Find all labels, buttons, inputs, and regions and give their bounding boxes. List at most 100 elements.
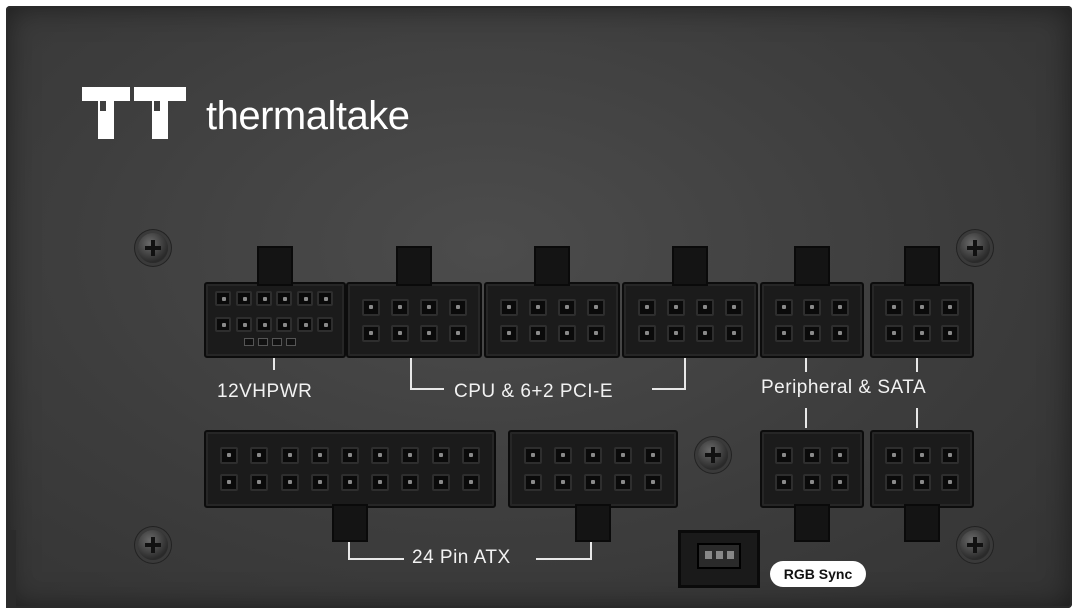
pin-socket <box>361 324 380 342</box>
connector-cpu-pcie <box>346 282 482 358</box>
pin-socket <box>255 316 272 332</box>
label-line <box>805 408 807 428</box>
sense-pin <box>258 338 268 346</box>
pin-socket <box>528 324 547 342</box>
pin-socket <box>913 298 931 316</box>
pin-socket <box>584 474 602 491</box>
connector-latch <box>904 504 940 542</box>
label-line <box>590 542 592 560</box>
pin-socket <box>803 474 821 491</box>
pin-socket <box>431 447 450 464</box>
pin-socket <box>775 447 793 464</box>
label-24pin-atx: 24 Pin ATX <box>412 547 511 568</box>
connector-latch <box>575 504 611 542</box>
pin-socket <box>524 447 542 464</box>
screw-icon <box>698 440 728 470</box>
connector-peripheral-sata <box>870 282 974 358</box>
pin-socket <box>584 447 602 464</box>
connector-peripheral-sata <box>760 430 864 508</box>
pin-socket <box>554 447 572 464</box>
screw-icon <box>138 233 168 263</box>
connector-latch <box>794 246 830 286</box>
pin-socket <box>637 298 656 316</box>
pin-socket <box>885 474 903 491</box>
label-peripheral-sata: Peripheral & SATA <box>761 377 927 398</box>
screw-icon <box>960 530 990 560</box>
pin-socket <box>885 447 903 464</box>
thermaltake-logo-icon <box>82 87 186 139</box>
rgb-sync-port <box>678 530 760 588</box>
pin-socket <box>296 290 313 306</box>
pin-socket <box>831 324 849 342</box>
pin-socket <box>220 447 239 464</box>
pin-socket <box>390 298 409 316</box>
pin-socket <box>666 298 685 316</box>
rgb-sync-badge: RGB Sync <box>770 561 866 587</box>
pin-socket <box>803 298 821 316</box>
connector-latch <box>257 246 293 286</box>
label-line <box>916 408 918 428</box>
sense-pin <box>244 338 254 346</box>
pin-socket <box>341 474 359 491</box>
pin-socket <box>528 298 547 316</box>
pin-socket <box>371 447 390 464</box>
pin-socket <box>448 324 467 342</box>
connector-latch <box>904 246 940 286</box>
pin-socket <box>401 447 420 464</box>
connector-24pin-atx-secondary <box>508 430 678 508</box>
screw-icon <box>960 233 990 263</box>
pin-socket <box>941 298 959 316</box>
pin-socket <box>695 324 714 342</box>
label-line <box>348 542 350 560</box>
pin-socket <box>724 324 743 342</box>
panel-edge <box>6 530 16 608</box>
label-line <box>273 356 275 370</box>
pin-socket <box>235 316 252 332</box>
pin-socket <box>775 298 793 316</box>
connector-latch <box>332 504 368 542</box>
pin-socket <box>557 298 576 316</box>
label-12vhpwr: 12VHPWR <box>217 381 313 402</box>
pin-socket <box>644 474 662 491</box>
sense-pin <box>286 338 296 346</box>
pin-socket <box>390 324 409 342</box>
pin-socket <box>280 474 299 491</box>
pin-socket <box>637 324 656 342</box>
pin-socket <box>316 290 333 306</box>
pin-socket <box>557 324 576 342</box>
pin-socket <box>586 298 605 316</box>
label-line <box>410 388 444 390</box>
pin-socket <box>296 316 313 332</box>
pin-socket <box>255 290 272 306</box>
pin-socket <box>341 447 359 464</box>
pin-socket <box>913 324 931 342</box>
pin-socket <box>831 474 849 491</box>
brand-name: thermaltake <box>206 94 410 138</box>
screw-icon <box>138 530 168 560</box>
pin-socket <box>695 298 714 316</box>
connector-peripheral-sata <box>870 430 974 508</box>
pin-socket <box>461 474 480 491</box>
pin-socket <box>586 324 605 342</box>
pin-socket <box>803 447 821 464</box>
pin-socket <box>913 447 931 464</box>
label-line <box>410 356 412 390</box>
pin-socket <box>250 474 269 491</box>
connector-latch <box>794 504 830 542</box>
pin-socket <box>775 474 793 491</box>
pin-socket <box>371 474 390 491</box>
pin-socket <box>419 324 438 342</box>
pin-socket <box>499 324 518 342</box>
pin-socket <box>941 447 959 464</box>
connector-peripheral-sata <box>760 282 864 358</box>
label-line <box>916 356 918 372</box>
connector-latch <box>672 246 708 286</box>
pin-socket <box>941 324 959 342</box>
pin-socket <box>235 290 252 306</box>
pin-socket <box>885 298 903 316</box>
pin-socket <box>276 316 293 332</box>
pin-socket <box>831 447 849 464</box>
pin-socket <box>310 447 329 464</box>
pin-socket <box>885 324 903 342</box>
connector-latch <box>396 246 432 286</box>
